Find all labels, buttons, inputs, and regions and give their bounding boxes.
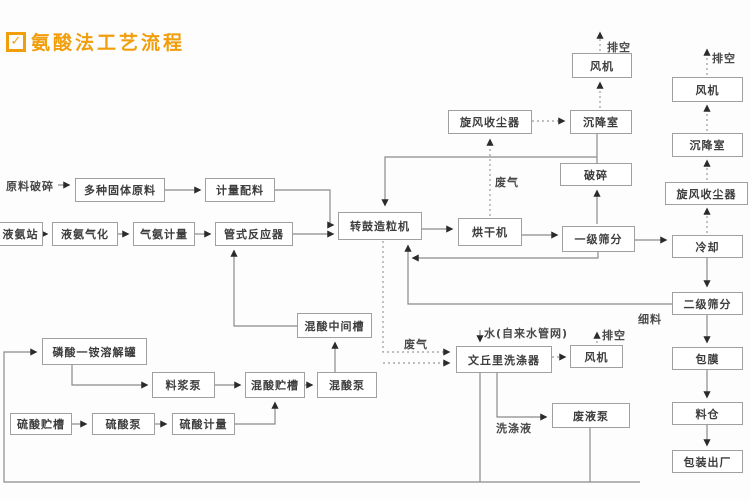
checkbox-icon: ✓ (6, 31, 26, 52)
node-mixed-acid-intermediate-tank: 混酸中间槽 (297, 313, 372, 338)
node-ammonia-vaporizer: 液氨气化 (52, 222, 118, 246)
label-exhaust-scrubber: 排空 (602, 329, 626, 342)
node-crusher: 破碎 (560, 163, 632, 186)
node-fan-scrubber: 风机 (570, 345, 623, 368)
node-tubular-reactor: 管式反应器 (215, 222, 293, 246)
node-drum-granulator: 转鼓造粒机 (338, 212, 422, 240)
node-sulfuric-pump: 硫酸泵 (92, 413, 155, 435)
node-map-dissolving-tank: 磷酸一铵溶解罐 (42, 338, 147, 365)
node-cyclone-collector-top: 旋风收尘器 (448, 110, 532, 134)
node-metering-batching: 计量配料 (205, 178, 275, 202)
label-exhaust-right: 排空 (712, 52, 736, 65)
node-cyclone-collector-right: 旋风收尘器 (665, 182, 748, 205)
page-title-text: 氨酸法工艺流程 (31, 32, 186, 54)
label-water-supply: 水(自来水管网) (484, 327, 569, 340)
node-ammonia-station: 液氨站 (0, 222, 43, 246)
node-secondary-screen: 二级筛分 (672, 292, 743, 315)
node-solid-materials: 多种固体原料 (75, 178, 165, 202)
node-settling-chamber-right: 沉降室 (672, 133, 743, 157)
label-waste-gas-bottom: 废气 (404, 338, 428, 351)
node-fan-top: 风机 (572, 53, 632, 78)
node-coating: 包膜 (672, 347, 743, 370)
page-title: ✓ 氨酸法工艺流程 (6, 28, 185, 55)
label-fine-material: 细料 (638, 313, 662, 326)
node-cooling: 冷却 (672, 235, 743, 258)
label-exhaust-top: 排空 (607, 41, 631, 54)
label-raw-material-crushing: 原料破碎 (6, 180, 54, 193)
node-waste-liquid-pump: 废液泵 (552, 403, 630, 428)
node-dryer: 烘干机 (458, 218, 522, 246)
node-venturi-scrubber: 文丘里洗涤器 (456, 346, 552, 373)
node-ammonia-metering: 气氨计量 (133, 222, 195, 246)
node-mixed-acid-pump: 混酸泵 (317, 372, 377, 398)
node-mixed-acid-storage: 混酸贮槽 (245, 372, 305, 398)
label-wash-liquid: 洗涤液 (496, 422, 532, 435)
node-silo: 料仓 (672, 402, 743, 425)
node-packing-shipping: 包装出厂 (672, 450, 743, 473)
label-waste-gas-top: 废气 (495, 176, 519, 189)
node-fan-right: 风机 (672, 77, 743, 102)
node-slurry-pump: 料浆泵 (152, 372, 215, 398)
node-sulfuric-metering: 硫酸计量 (172, 413, 235, 435)
node-primary-screen: 一级筛分 (562, 226, 635, 252)
node-settling-chamber-top: 沉降室 (570, 110, 632, 134)
node-sulfuric-storage: 硫酸贮槽 (10, 413, 72, 435)
